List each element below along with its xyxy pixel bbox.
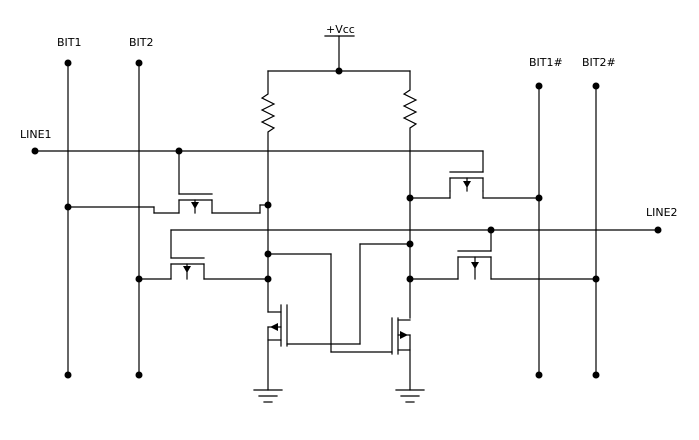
bit1n-label: BIT1#: [529, 56, 563, 69]
load-resistor-right: [402, 70, 418, 201]
right-storage-node: [286, 197, 414, 345]
bit2-label: BIT2: [129, 36, 154, 49]
access-transistor-bit2: [138, 257, 272, 283]
line2-wire: [170, 226, 662, 259]
pulldown-transistor-left: [253, 304, 288, 403]
bit2-line: [135, 59, 143, 379]
vcc-label: +Vcc: [326, 23, 355, 36]
bit2n-label: BIT2#: [582, 56, 616, 69]
access-transistor-bit1: [67, 193, 272, 214]
line2-label: LINE2: [646, 206, 678, 219]
load-resistor-left: [260, 70, 276, 206]
left-storage-node: [264, 204, 393, 353]
vcc-rail: [267, 35, 411, 75]
line1-label: LINE1: [20, 128, 52, 141]
line1-wire: [31, 147, 484, 195]
bit1-line: [64, 59, 72, 379]
access-transistor-bit1n: [406, 171, 540, 202]
access-transistor-bit2n: [406, 250, 597, 283]
pulldown-transistor-right: [391, 317, 425, 403]
bit1-label: BIT1: [57, 36, 82, 49]
